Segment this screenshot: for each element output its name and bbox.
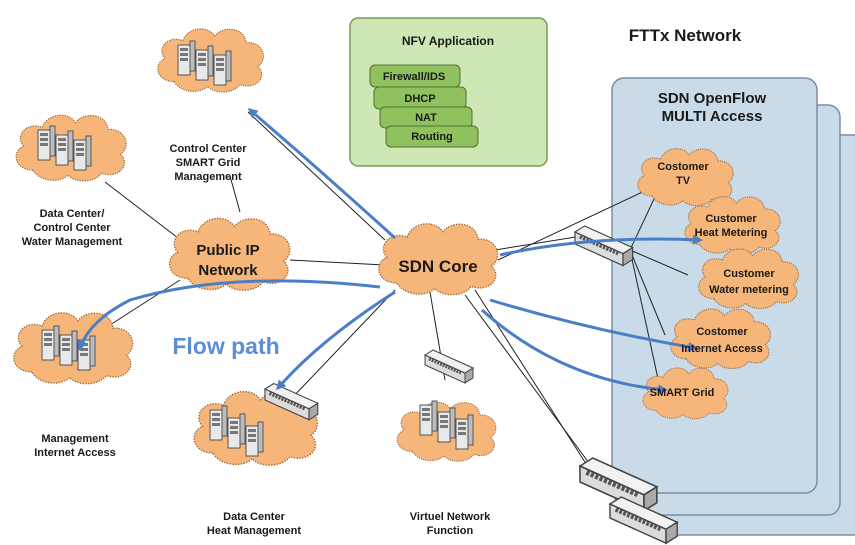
customer-tv-label: TV [676,175,691,187]
customer-heat-label: Heat Metering [695,227,768,239]
customer-water-label: Customer [723,268,775,280]
network-links [104,111,689,506]
nfv-title: NFV Application [402,34,494,48]
vnf-label: Virtuel Network [410,511,491,523]
flow-arrows [77,108,703,395]
openflow-title: SDN OpenFlow [658,90,767,107]
nfv-item-label: Firewall/IDS [383,71,445,83]
flow-path-label: Flow path [172,333,279,359]
management-label: Internet Access [34,447,116,459]
control-center-label: Management [174,171,242,183]
openflow-title: MULTI Access [662,108,763,125]
customer-heat-label: Customer [705,213,757,225]
control-center-label: Control Center [170,143,248,155]
sdn-core-label: SDN Core [398,257,477,276]
control-center-label: SMART Grid [176,157,241,169]
nfv-item-routing [385,125,479,148]
control-center-cloud [157,28,265,93]
water-datacenter-cloud [15,114,127,182]
nfv-item-label: NAT [415,112,437,124]
nfv-item-label: DHCP [404,93,435,105]
water-datacenter-label: Data Center/ [40,208,105,220]
heat-datacenter-label: Heat Management [207,525,301,537]
management-cloud [12,311,134,385]
heat-datacenter-label: Data Center [223,511,285,523]
smart-grid-label: SMART Grid [650,387,715,399]
network-switch-icon [423,348,475,385]
customer-internet-label: Internet Access [681,343,763,355]
customer-tv-label: Costomer [657,161,709,173]
customer-internet-label: Costomer [696,326,748,338]
water-datacenter-label: Water Management [22,236,123,248]
fttx-title: FTTx Network [629,26,742,45]
public-ip-label-line1: Public IP [196,242,259,259]
customer-water-label: Water metering [709,284,789,296]
vnf-label: Function [427,525,474,537]
vnf-cloud [396,400,497,463]
water-datacenter-label: Control Center [34,222,112,234]
management-label: Management [41,433,109,445]
nfv-application-box: NFV Application Firewall/IDS DHCP NAT Ro… [349,17,548,167]
public-ip-label-line2: Network [198,262,258,279]
nfv-item-label: Routing [411,131,453,143]
